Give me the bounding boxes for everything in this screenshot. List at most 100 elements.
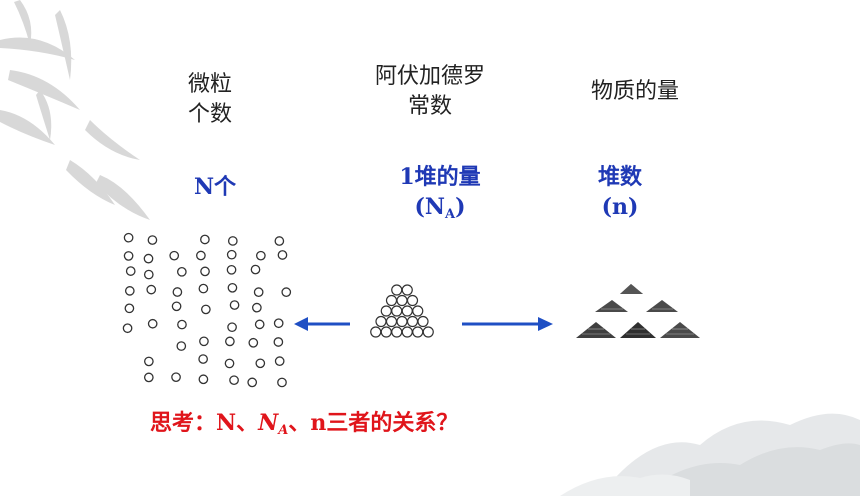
pile-circle (375, 315, 387, 328)
heap-texture (582, 308, 694, 335)
particle-circle (227, 236, 238, 246)
particle-circle (122, 323, 133, 334)
heap-triangle (660, 322, 700, 338)
particle-circle (248, 337, 259, 348)
particle-circle (198, 354, 208, 364)
particle-circle (169, 250, 180, 261)
pile-circle (406, 315, 419, 328)
amount-of-substance-header: 物质的量 (590, 79, 679, 104)
particle-circle (224, 358, 235, 369)
pile-circle (396, 294, 408, 307)
pile-circle (412, 305, 424, 317)
heap-triangle (646, 300, 678, 312)
particle-circle (247, 377, 258, 388)
avogadro-value-subscript: A (445, 207, 456, 222)
amount-value-line1: 堆数 (597, 164, 642, 190)
particle-circle (200, 234, 210, 245)
particle-circle (229, 375, 239, 386)
amount-value: 堆数 (n) (580, 162, 660, 222)
particle-circle (177, 319, 187, 330)
particle-circle (199, 336, 209, 347)
particle-circle (143, 269, 154, 280)
scattered-particles-figure (122, 232, 292, 388)
pile-circle (385, 315, 398, 328)
particle-circle (252, 302, 262, 313)
heap-triangle (620, 322, 656, 338)
particle-circle (254, 319, 265, 330)
particles-value: N个 (193, 174, 237, 200)
pile-circle (370, 326, 382, 338)
particle-circle (171, 372, 181, 383)
particle-circle (255, 358, 266, 369)
particles-count-header: 微粒 个数 (180, 70, 240, 130)
avogadro-header-line2: 常数 (407, 94, 452, 119)
heap-triangle (595, 300, 628, 312)
pile-circle (396, 315, 408, 328)
mountain-decoration (560, 413, 860, 496)
pile-circle (401, 284, 413, 296)
particle-circle (226, 264, 237, 275)
pile-circle (401, 326, 413, 338)
particle-circle (146, 284, 157, 295)
question-suffix: 、n三者的关系？ (288, 410, 459, 436)
particle-circle (143, 253, 154, 264)
particle-circle (229, 300, 240, 310)
particle-circle (256, 250, 266, 261)
pile-circle (412, 326, 424, 338)
avogadro-constant-header: 阿伏加德罗 常数 (355, 62, 505, 122)
pile-circle (380, 326, 392, 338)
particle-circle (274, 236, 285, 246)
pile-circle (401, 305, 413, 317)
particle-circle (124, 286, 135, 296)
particle-circle (123, 251, 134, 261)
particle-circle (277, 250, 288, 260)
particle-circle (198, 283, 209, 294)
avogadro-header-line1: 阿伏加德罗 (374, 64, 485, 89)
question-na-main: N (258, 410, 279, 436)
particle-circle (227, 322, 237, 333)
question-text: 思考：N、NA、n三者的关系？ (150, 408, 458, 446)
particle-circle (198, 374, 209, 385)
particle-circle (147, 235, 158, 245)
particle-circle (277, 377, 287, 388)
particle-circle (227, 282, 238, 293)
particle-circle (176, 341, 187, 351)
avogadro-value-suffix: ) (455, 194, 466, 220)
particle-pile-figure (370, 284, 434, 338)
particle-circle (226, 249, 237, 260)
avogadro-value: 1堆的量 (NA) (375, 162, 505, 230)
avogadro-value-prefix: (N (414, 194, 445, 220)
avogadro-value-line2: (NA) (375, 192, 505, 230)
particle-circle (147, 318, 158, 329)
particle-circle (144, 356, 154, 367)
particle-circle (123, 232, 134, 243)
pile-circle (391, 284, 403, 296)
particle-circle (172, 287, 183, 297)
pile-circle (391, 305, 403, 317)
pile-circle (417, 315, 429, 328)
particle-circle (176, 266, 187, 277)
right-arrow-head (538, 317, 553, 331)
particle-circle (124, 303, 135, 314)
piles-of-particles-figure (576, 284, 700, 338)
pile-circle (380, 305, 392, 317)
particle-circle (201, 304, 211, 315)
particle-circle (143, 372, 154, 383)
pile-circle (422, 326, 434, 338)
question-prefix: 思考：N、 (150, 410, 259, 436)
left-arrow-head (294, 317, 308, 331)
heap-triangle (620, 284, 643, 294)
particle-circle (281, 287, 292, 298)
particle-circle (125, 266, 136, 276)
heap-triangle (576, 322, 616, 338)
avogadro-value-line1: 1堆的量 (399, 164, 481, 190)
right-arrow (462, 317, 553, 331)
pile-circle (391, 326, 403, 338)
particle-circle (273, 337, 284, 347)
particle-circle (200, 266, 210, 277)
particle-circle (196, 250, 206, 261)
particle-circle (274, 356, 285, 367)
bamboo-leaves-decoration (0, 0, 150, 220)
particle-circle (273, 318, 284, 329)
